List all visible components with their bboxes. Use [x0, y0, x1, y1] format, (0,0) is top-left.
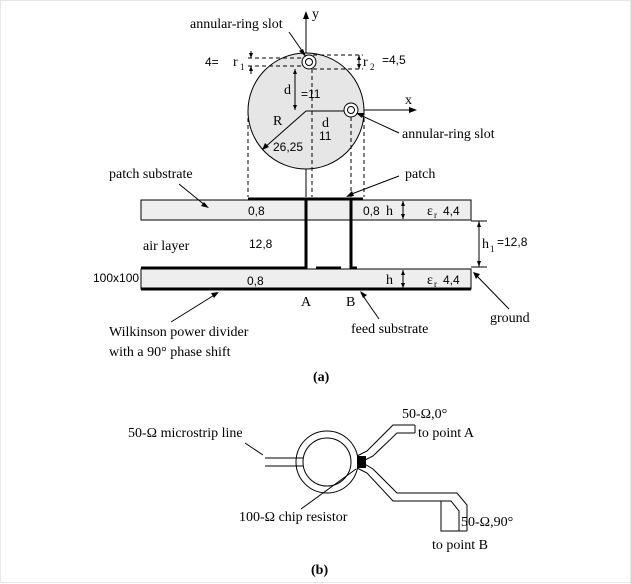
out-a-line1: 50-Ω,0° [402, 407, 447, 422]
out-b-line2: to point B [432, 538, 488, 553]
arm-B-stub [440, 501, 459, 532]
d-mid-value: 11 [319, 129, 332, 143]
x-axis-label: x [405, 93, 412, 108]
out-a-line2: to point A [418, 426, 475, 441]
slot-label-right: annular-ring slot [402, 127, 495, 142]
patch-substrate-leader [178, 183, 207, 207]
slot-label-top: annular-ring slot [190, 17, 283, 32]
r1-arrow-bottom-icon [249, 66, 253, 71]
eps-top: ε [427, 204, 433, 219]
radius-arrow-icon [262, 143, 269, 150]
out-b-line1: 50-Ω,90° [461, 515, 513, 530]
wilkinson-line2: with a 90° phase shift [109, 345, 231, 360]
arm-A-inner [362, 432, 415, 462]
d-top-arrow-down-icon [293, 105, 297, 110]
size-label: 100x100 [93, 271, 139, 285]
x-axis-arrow-icon [409, 107, 417, 113]
r1-prefix: 4= [205, 55, 219, 69]
h1-arrow-down-icon [477, 261, 481, 267]
h1-value: =12,8 [497, 235, 528, 249]
h-top-arrow-down-icon [401, 214, 405, 219]
h-bottom-arrow-down-icon [401, 283, 405, 288]
slot-right-outer [343, 102, 359, 118]
d-top-value: =11 [301, 87, 321, 101]
h-bottom-label: h [386, 273, 393, 288]
slot-top-outer [301, 54, 317, 70]
part-a: y x annular-ring slot annular-ring slot … [93, 7, 530, 385]
part-b: 50-Ω microstrip line 100-Ω chip resistor… [128, 407, 513, 578]
r2-sub: 2 [370, 62, 375, 72]
radius-label: R [273, 114, 283, 129]
ground-leader [474, 273, 510, 310]
patch-leader [348, 175, 400, 196]
arm-A-outer [356, 424, 415, 457]
h-bottom-arrow-up-icon [401, 270, 405, 275]
arm-B-outer [356, 467, 460, 531]
h1-label: h [482, 237, 489, 252]
ground-label: ground [490, 311, 530, 326]
eps-bottom-sub: r [434, 279, 437, 289]
air-layer-label: air layer [143, 239, 190, 254]
h1-sub: 1 [490, 244, 495, 254]
patch-arrow-icon [346, 191, 354, 197]
thickness-bottom: 0,8 [247, 274, 264, 288]
h-top-label: h [386, 204, 393, 219]
radius-value: 26,25 [273, 140, 303, 154]
caption-b: (b) [311, 563, 328, 578]
point-A-label: A [301, 295, 312, 310]
ground-arrow-icon [473, 272, 480, 279]
d-top-arrow-up-icon [293, 69, 297, 74]
eps-top-sub: r [434, 210, 437, 220]
chip-resistor [357, 456, 366, 468]
air-value: 12,8 [249, 237, 273, 251]
slot-right-inner [347, 106, 355, 114]
eps-bottom: ε [427, 273, 433, 288]
eps-bottom-value: 4,4 [443, 273, 460, 287]
slot-leader-top-arrow-icon [299, 49, 306, 57]
r1-label: r [233, 55, 238, 70]
wilkinson-line1: Wilkinson power divider [109, 325, 249, 340]
feed-substrate-leader [360, 292, 380, 320]
caption-a: (a) [313, 370, 330, 385]
d-mid-label: d [322, 116, 329, 131]
slot-top-inner [305, 58, 313, 66]
resistor-leader [300, 468, 357, 510]
patch-substrate-label: patch substrate [109, 167, 193, 182]
microstrip-leader [244, 442, 264, 456]
r1-arrow-top-icon [249, 53, 253, 58]
r2-arrow-bottom-icon [357, 64, 361, 69]
radius-line [262, 110, 307, 150]
y-axis-label: y [312, 7, 319, 22]
h1-arrow-up-icon [477, 221, 481, 227]
slot-leader-right-arrow-icon [356, 113, 364, 118]
slot-leader-right [357, 113, 400, 134]
r2-value: =4,5 [382, 53, 406, 67]
ring-inner [302, 437, 352, 487]
feed-substrate-layer [140, 268, 472, 290]
thickness-top-right: 0,8 [363, 204, 380, 218]
point-B-label: B [346, 295, 355, 310]
wilkinson-leader [170, 293, 217, 323]
y-axis-arrow-icon [303, 11, 309, 19]
resistor-label: 100-Ω chip resistor [239, 510, 348, 525]
eps-top-value: 4,4 [443, 204, 460, 218]
r2-arrow-top-icon [357, 55, 361, 60]
feed-substrate-arrow-icon [360, 291, 367, 298]
d-top-label: d [284, 83, 291, 98]
patch-label: patch [405, 167, 435, 182]
feed-substrate-label: feed substrate [351, 322, 428, 337]
thickness-top-left: 0,8 [248, 204, 265, 218]
r1-sub: 1 [240, 62, 245, 72]
patch-substrate-arrow-icon [201, 202, 209, 208]
microstrip-label: 50-Ω microstrip line [128, 426, 243, 441]
wilkinson-arrow-icon [211, 292, 219, 298]
r2-label: r [363, 55, 368, 70]
h-top-arrow-up-icon [401, 201, 405, 206]
arm-B-inner [362, 462, 468, 531]
ring-outer [295, 430, 359, 494]
